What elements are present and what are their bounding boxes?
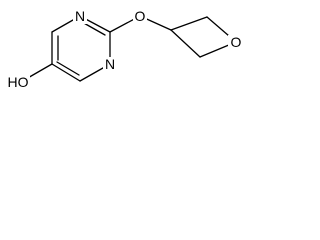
hydroxyl-label: HO	[8, 74, 29, 90]
bond-c4-c5-inner	[56, 61, 80, 76]
pyrimidine-ring	[51, 15, 111, 82]
bond-n1-c2-inner	[81, 21, 106, 36]
bond-oxetane-left	[170, 29, 201, 58]
nitrogen-top-label: N	[75, 8, 85, 24]
ring-oxygen-label: O	[231, 34, 242, 50]
ring-oxygen-mask	[228, 35, 244, 50]
chemical-structure-diagram: N N O O HO	[6, 8, 244, 90]
oxetane-ring	[170, 16, 237, 58]
nitrogen-bottom-label: N	[105, 56, 115, 72]
ether-oxygen-label: O	[135, 8, 146, 24]
bond-c5-hydroxyl	[25, 63, 53, 80]
n1-mask	[73, 9, 87, 24]
bond-c4-c5	[51, 63, 81, 82]
hydroxyl-mask	[6, 74, 30, 90]
n3-mask	[103, 57, 117, 72]
ether-oxygen-mask	[133, 9, 147, 24]
bond-oxetane-top	[170, 16, 208, 31]
